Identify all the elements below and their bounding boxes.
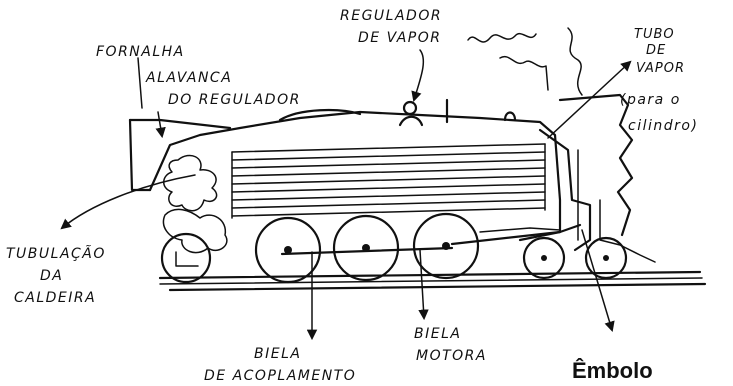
wheels <box>160 212 628 284</box>
label-embolo: Êmbolo <box>572 358 653 383</box>
labels: FORNALHA ALAVANCA DO REGULADOR REGULADOR… <box>6 8 698 384</box>
boiler <box>128 98 562 254</box>
label-tubo-line3: VAPOR <box>636 61 685 76</box>
label-alavanca-line2: DO REGULADOR <box>168 92 301 108</box>
label-tubulacao-line2: DA <box>40 268 63 284</box>
label-tubulacao-line1: TUBULAÇÃO <box>6 245 106 262</box>
wheel-front-2 <box>584 236 628 280</box>
label-biela-acoplamento-line2: DE ACOPLAMENTO <box>204 368 356 384</box>
smoke <box>467 27 583 96</box>
wheel-front-1 <box>522 236 566 280</box>
label-biela-motora-line2: MOTORA <box>416 348 487 364</box>
label-tubo-line2: DE <box>646 43 666 58</box>
label-tubo-line1: TUBO <box>634 27 675 42</box>
label-regulador-line2: DE VAPOR <box>358 30 441 46</box>
rails <box>158 270 707 292</box>
coupling-rod <box>280 246 454 256</box>
label-tubulacao-line3: CALDEIRA <box>14 290 96 306</box>
wheel-3 <box>412 212 480 280</box>
label-regulador-line1: REGULADOR <box>340 8 442 24</box>
label-tubo-line4: (para o <box>620 92 681 108</box>
leader-lines <box>60 49 632 341</box>
wheel-rear <box>160 232 212 284</box>
wheel-2 <box>332 214 400 282</box>
label-biela-motora-line1: BIELA <box>414 326 461 342</box>
label-biela-acoplamento-line1: BIELA <box>254 346 301 362</box>
label-alavanca-line1: ALAVANCA <box>145 70 232 86</box>
wheel-1 <box>254 216 322 284</box>
label-tubo-line5: cilindro) <box>628 118 698 134</box>
label-fornalha: FORNALHA <box>96 44 185 60</box>
rods <box>280 223 582 256</box>
main-rod <box>450 223 582 246</box>
